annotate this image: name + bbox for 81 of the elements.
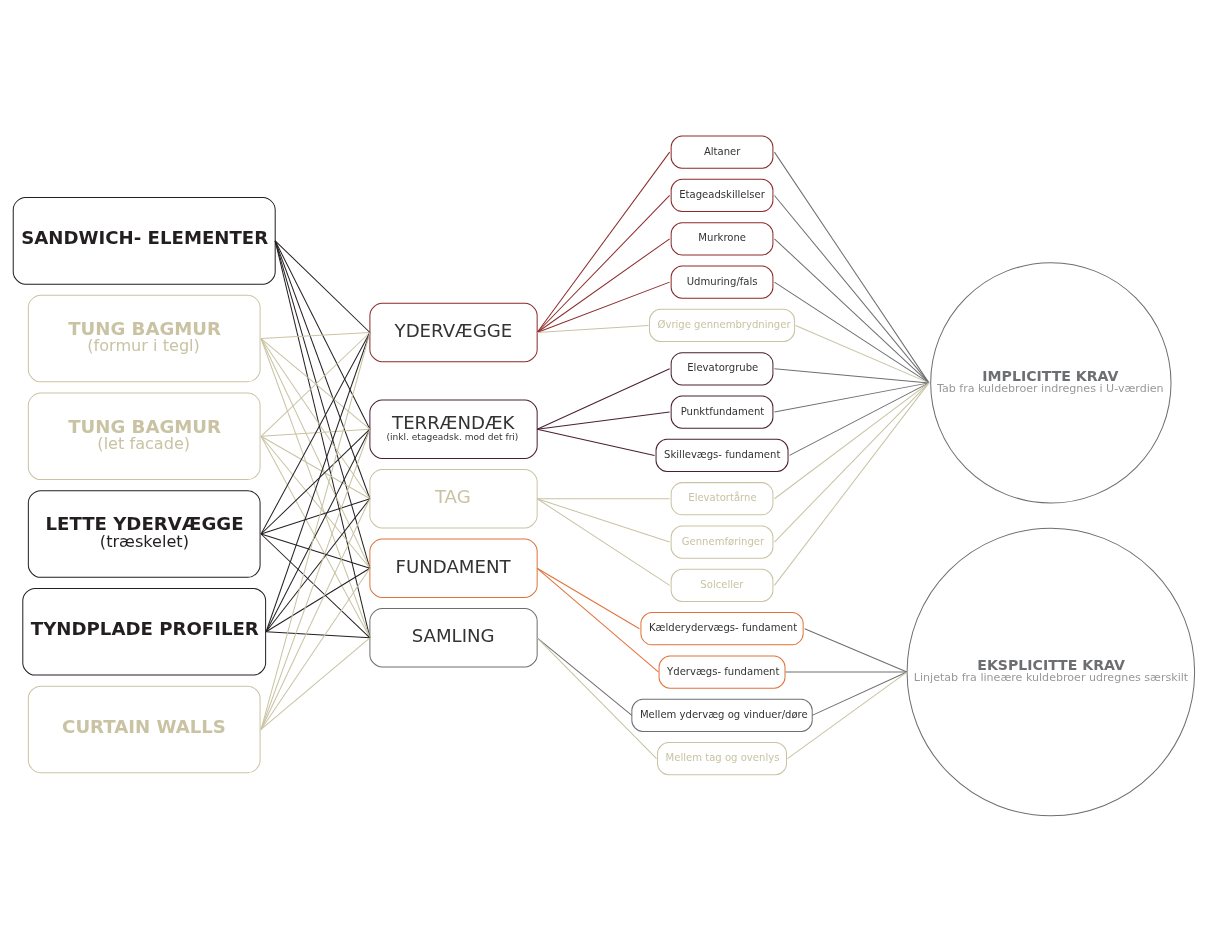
node-box: Punktfundament <box>670 394 773 429</box>
connector <box>536 567 659 673</box>
connector <box>536 497 670 586</box>
connector <box>260 435 370 569</box>
connector <box>536 367 670 430</box>
node-box: YDERVÆGGE <box>368 302 538 362</box>
connector <box>784 671 907 673</box>
connector <box>260 337 370 569</box>
connector <box>274 239 370 569</box>
connector <box>794 324 929 383</box>
connector <box>265 497 370 632</box>
connector <box>786 671 907 759</box>
connector <box>260 428 370 730</box>
connector <box>536 636 657 759</box>
node-box: CURTAIN WALLS <box>27 685 261 773</box>
connector <box>773 194 929 383</box>
node-box: Kælderydervægs- fundament <box>639 611 804 645</box>
node-box: Murkrone <box>670 221 773 255</box>
connector <box>536 151 670 333</box>
node-box: LETTE YDERVÆGGE (træskelet) <box>27 489 261 578</box>
node-box: Mellem tag og ovenlys <box>656 741 787 775</box>
connector <box>260 428 370 437</box>
connector <box>773 281 929 383</box>
node-box: SANDWICH- ELEMENTER <box>12 196 276 285</box>
connector <box>274 239 370 430</box>
connector <box>536 237 670 333</box>
connector <box>265 567 370 632</box>
connector <box>773 367 929 383</box>
connector <box>536 428 655 456</box>
connector <box>260 533 370 638</box>
connector <box>260 331 370 339</box>
connector <box>536 194 670 333</box>
connector <box>260 533 370 569</box>
connector <box>260 497 370 534</box>
node-box: TUNG BAGMUR (formur i tegl) <box>27 294 261 382</box>
node-box: Altaner <box>670 135 773 169</box>
connector <box>260 497 370 730</box>
connector <box>773 237 929 383</box>
node-box: FUNDAMENT <box>368 538 538 598</box>
connector <box>260 331 370 534</box>
connector <box>260 428 370 534</box>
node-box: Udmuring/fals <box>670 265 773 299</box>
node-box: Elevatorgrube <box>670 351 773 385</box>
connector <box>536 324 649 333</box>
node-box: Øvrige gennembrydninger <box>648 308 795 342</box>
connector <box>536 281 670 333</box>
node-box: Ydervægs- fundament <box>658 654 785 689</box>
connector <box>773 151 929 383</box>
connector <box>260 331 370 730</box>
node-box: Gennemføringer <box>670 524 773 559</box>
connector <box>265 630 370 638</box>
connector <box>260 636 370 730</box>
node-box: SAMLING <box>368 607 538 667</box>
node-box: Solceller <box>670 568 773 602</box>
node-box: TUNG BAGMUR (let facade) <box>27 391 261 480</box>
connector <box>536 567 640 629</box>
connector <box>803 627 907 673</box>
connector <box>274 239 370 333</box>
connector <box>536 497 670 543</box>
connector <box>773 381 929 543</box>
connector <box>773 381 929 413</box>
node-box: Etageadskillelser <box>670 178 773 212</box>
connector <box>274 239 370 499</box>
node-box: Elevatortårne <box>670 481 773 515</box>
connector <box>536 497 670 499</box>
connector <box>788 381 929 456</box>
node-box: TYNDPLADE PROFILER <box>21 587 266 676</box>
node-circle: EKSPLICITTE KRAV Linjetab fra lineære kuldebroer udregnes særskilt <box>906 527 1195 816</box>
connector <box>536 411 670 430</box>
node-box: Mellem ydervæg og vinduer/døre <box>630 698 813 732</box>
connector <box>260 435 370 499</box>
connector <box>811 671 907 716</box>
connector <box>773 381 929 586</box>
node-box: TAG <box>368 468 538 528</box>
connector <box>773 381 929 499</box>
connector <box>260 337 370 499</box>
node-circle: IMPLICITTE KRAV Tab fra kuldebroer indregnes i U-værdien <box>929 261 1171 504</box>
node-box: Skillevægs- fundament <box>655 438 789 472</box>
connector <box>274 239 370 638</box>
node-box: TERRÆNDÆK (inkl. etageadsk. mod det fri) <box>368 399 538 459</box>
connector <box>260 567 370 730</box>
